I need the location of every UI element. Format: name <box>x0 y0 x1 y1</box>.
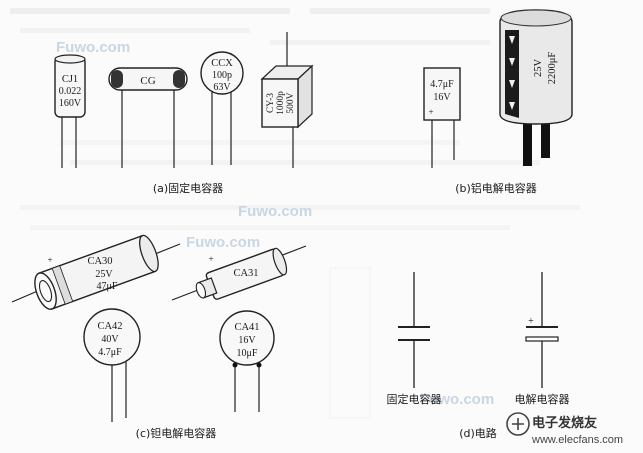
cy3-value: 1000p <box>276 91 286 115</box>
background-ghost-text <box>10 8 580 419</box>
caption-circuit: (d)电路 <box>459 427 497 440</box>
ccx-value: 100p <box>212 70 232 81</box>
capacitor-ca31: + CA31 <box>171 245 307 301</box>
ca30-plus: + <box>47 255 52 265</box>
symbol-electrolytic-label: 电解电容器 <box>515 392 570 406</box>
ca42-voltage: 40V <box>101 334 119 345</box>
cy3-voltage: 500V <box>286 92 296 113</box>
ca30-model: CA30 <box>87 256 112 267</box>
brand-name: 电子发烧友 <box>532 415 597 431</box>
watermark: Fuwo.com <box>238 203 312 220</box>
capacitor-aluminum-small: 4.7μF 16V + <box>423 67 461 168</box>
capacitor-ccx: CCX 100p 63V <box>200 51 244 165</box>
ca41-capacitance: 10μF <box>237 348 258 359</box>
cj1-model: CJ1 <box>62 74 78 85</box>
capacitor-aluminum-large: 25V 2200μF <box>499 9 573 166</box>
capacitor-cy3: CY-3 1000p 500V <box>260 32 314 168</box>
cy3-model: CY-3 <box>266 93 276 113</box>
ca31-plus: + <box>208 254 213 264</box>
symbol-fixed-capacitor: 固定电容器 <box>387 272 442 406</box>
capacitor-ca42: CA42 40V 4.7μF <box>83 308 141 422</box>
elecfans-logo: 电子发烧友 www.elecfans.com <box>506 412 623 446</box>
cj1-voltage: 160V <box>59 98 82 109</box>
cj1-value: 0.022 <box>59 86 82 97</box>
ca42-capacitance: 4.7μF <box>98 347 122 358</box>
ca30-capacitance: 47μF <box>97 281 118 292</box>
cg-label: CG <box>140 75 155 87</box>
watermark: Fuwo.com <box>186 234 260 251</box>
ccx-voltage: 63V <box>213 82 231 93</box>
aluminum-small-plus: + <box>428 107 433 117</box>
ca41-voltage: 16V <box>238 335 256 346</box>
ccx-model: CCX <box>211 58 233 69</box>
aluminum-large-capacitance: 2200μF <box>547 52 558 85</box>
watermark: Fuwo.com <box>420 391 494 408</box>
caption-tantalum: (c)钽电解电容器 <box>136 426 217 440</box>
capacitor-cg: CG <box>108 67 188 168</box>
aluminum-large-voltage: 25V <box>533 59 544 78</box>
aluminum-small-voltage: 16V <box>433 92 451 103</box>
ca41-model: CA41 <box>234 322 259 333</box>
symbol-electrolytic-capacitor: + 电解电容器 <box>515 272 570 406</box>
ca30-voltage: 25V <box>95 269 113 280</box>
brand-url: www.elecfans.com <box>531 434 623 446</box>
capacitor-cj1: CJ1 0.022 160V <box>54 54 86 168</box>
capacitor-ca41: CA41 16V 10μF <box>219 310 275 412</box>
ca31-model: CA31 <box>233 268 258 279</box>
ca42-model: CA42 <box>97 321 122 332</box>
symbol-fixed-label: 固定电容器 <box>387 392 442 406</box>
caption-aluminum: (b)铝电解电容器 <box>455 181 537 195</box>
caption-fixed: (a)固定电容器 <box>153 181 223 195</box>
aluminum-small-capacitance: 4.7μF <box>430 79 454 90</box>
watermark: Fuwo.com <box>56 39 130 56</box>
capacitor-ca30: + CA30 25V 47μF <box>11 234 181 310</box>
symbol-plus: + <box>528 316 534 327</box>
